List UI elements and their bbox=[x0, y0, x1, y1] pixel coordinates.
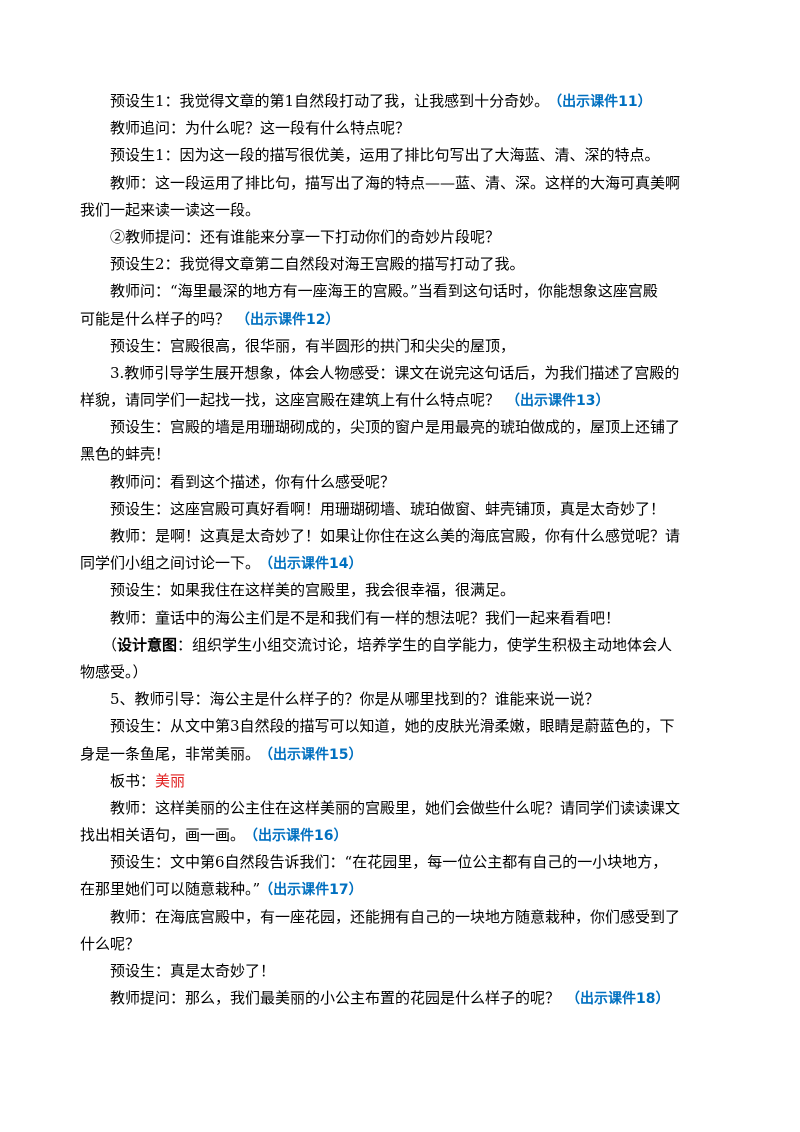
line-text: 黑色的蚌壳！ bbox=[80, 445, 171, 464]
text-line: 可能是什么样子的吗？ （出示课件12） bbox=[80, 306, 720, 333]
text-line: 教师：在海底宫殿中，有一座花园，还能拥有自己的一块地方随意栽种，你们感受到了 bbox=[80, 904, 720, 931]
line-text: 教师：这样美丽的公主住在这样美丽的宫殿里，她们会做些什么呢？请同学们读读课文 bbox=[110, 798, 681, 817]
design-intent-line: （设计意图：组织学生小组交流讨论，培养学生的自学能力，使学生积极主动地体会人 bbox=[80, 632, 720, 659]
line-text: 教师问：看到这个描述，你有什么感受呢？ bbox=[110, 472, 396, 491]
text-line: 同学们小组之间讨论一下。 （出示课件14） bbox=[80, 550, 720, 577]
line-text: 身是一条鱼尾，非常美丽。 bbox=[80, 744, 261, 763]
courseware-cue: （出示课件17） bbox=[266, 882, 363, 899]
line-text: ②教师提问：还有谁能来分享一下打动你们的奇妙片段呢？ bbox=[110, 227, 501, 246]
line-text: 预设生：宫殿的墙是用珊瑚砌成的，尖顶的窗户是用最亮的琥珀做成的，屋顶上还铺了 bbox=[110, 418, 681, 437]
line-text: 预设生：从文中第3自然段的描写可以知道，她的皮肤光滑柔嫩，眼睛是蔚蓝色的，下 bbox=[110, 717, 675, 736]
line-text: 什么呢？ bbox=[80, 934, 141, 953]
text-line: 什么呢？ bbox=[80, 931, 720, 958]
line-text: 找出相关语句，画一画。 bbox=[80, 826, 246, 845]
text-line: 预设生：这座宫殿可真好看啊！用珊瑚砌墙、琥珀做窗、蚌壳铺顶，真是太奇妙了！ bbox=[80, 496, 720, 523]
text-line: 我们一起来读一读这一段。 bbox=[80, 197, 720, 224]
text-line: 预设生：宫殿很高，很华丽，有半圆形的拱门和尖尖的屋顶， bbox=[80, 333, 720, 360]
line-text: 我们一起来读一读这一段。 bbox=[80, 200, 261, 219]
line-text: 预设生：如果我住在这样美的宫殿里，我会很幸福，很满足。 bbox=[110, 581, 516, 600]
line-text: 教师：是啊！这真是太奇妙了！如果让你住在这么美的海底宫殿，你有什么感觉呢？请 bbox=[110, 527, 681, 545]
text-line: 样貌，请同学们一起找一找，这座宫殿在建筑上有什么特点呢？ （出示课件13） bbox=[80, 387, 720, 414]
line-text: 物感受。） bbox=[80, 662, 148, 681]
design-intent-label: 设计意图 bbox=[117, 635, 178, 654]
line-text: 5、教师引导：海公主是什么样子的？你是从哪里找到的？谁能来说一说？ bbox=[110, 690, 600, 709]
line-text: 在那里她们可以随意栽种。” bbox=[80, 880, 261, 899]
line-text: 预设生1：因为这一段的描写很优美，运用了排比句写出了大海蓝、清、深的特点。 bbox=[110, 146, 660, 165]
line-text: 教师：在海底宫殿中，有一座花园，还能拥有自己的一块地方随意栽种，你们感受到了 bbox=[110, 907, 681, 926]
line-text: 预设生：这座宫殿可真好看啊！用珊瑚砌墙、琥珀做窗、蚌壳铺顶，真是太奇妙了！ bbox=[110, 499, 666, 518]
text-line: 教师追问：为什么呢？这一段有什么特点呢？ bbox=[80, 115, 720, 142]
line-text: 可能是什么样子的吗？ bbox=[80, 309, 231, 328]
courseware-cue: （出示课件16） bbox=[251, 828, 348, 845]
line-text: 预设生2：我觉得文章第二自然段对海王宫殿的描写打动了我。 bbox=[110, 255, 525, 274]
line-text: 板书： bbox=[110, 771, 156, 790]
line-text: 预设生1：我觉得文章的第1自然段打动了我，让我感到十分奇妙。 bbox=[110, 92, 550, 110]
text-line: 预设生：文中第6自然段告诉我们：“在花园里，每一位公主都有自己的一小块地方， bbox=[80, 849, 720, 876]
courseware-cue: （出示课件11） bbox=[555, 94, 652, 110]
courseware-cue: （出示课件14） bbox=[266, 556, 363, 573]
text-line: 在那里她们可以随意栽种。” （出示课件17） bbox=[80, 876, 720, 903]
line-text: 预设生：文中第6自然段告诉我们：“在花园里，每一位公主都有自己的一小块地方， bbox=[110, 853, 668, 872]
courseware-cue: （出示课件15） bbox=[266, 746, 363, 763]
text-line: 教师：童话中的海公主们是不是和我们有一样的想法呢？我们一起来看看吧！ bbox=[80, 605, 720, 632]
line-text: 教师问：“海里最深的地方有一座海王的宫殿。”当看到这句话时，你能想象这座宫殿 bbox=[110, 282, 658, 301]
text-line: 身是一条鱼尾，非常美丽。 （出示课件15） bbox=[80, 741, 720, 768]
text-line: 找出相关语句，画一画。 （出示课件16） bbox=[80, 822, 720, 849]
text-line: 3.教师引导学生展开想象，体会人物感受：课文在说完这句话后，为我们描述了宫殿的 bbox=[80, 360, 720, 387]
text-line: 教师问：看到这个描述，你有什么感受呢？ bbox=[80, 469, 720, 496]
text-line: 预设生1：我觉得文章的第1自然段打动了我，让我感到十分奇妙。 （出示课件11） bbox=[80, 88, 720, 115]
text-line: 教师提问：那么，我们最美丽的小公主布置的花园是什么样子的呢？ （出示课件18） bbox=[80, 985, 720, 1012]
courseware-cue: （出示课件13） bbox=[506, 393, 610, 410]
text-line: 预设生1：因为这一段的描写很优美，运用了排比句写出了大海蓝、清、深的特点。 bbox=[80, 142, 720, 169]
line-text: 样貌，请同学们一起找一找，这座宫殿在建筑上有什么特点呢？ bbox=[80, 391, 501, 410]
line-text: 教师：这一段运用了排比句，描写出了海的特点——蓝、清、深。这样的大海可真美啊 bbox=[110, 173, 681, 192]
blackboard-line: 板书：美丽 bbox=[80, 768, 720, 795]
line-text: ：组织学生小组交流讨论，培养学生的自学能力，使学生积极主动地体会人 bbox=[177, 635, 673, 654]
text-line: 教师：这样美丽的公主住在这样美丽的宫殿里，她们会做些什么呢？请同学们读读课文 bbox=[80, 795, 720, 822]
text-line: 教师：这一段运用了排比句，描写出了海的特点——蓝、清、深。这样的大海可真美啊 bbox=[80, 170, 720, 197]
text-line: 预设生：真是太奇妙了！ bbox=[80, 958, 720, 985]
open-paren: （ bbox=[102, 635, 118, 654]
text-line: 黑色的蚌壳！ bbox=[80, 441, 720, 468]
text-line: 5、教师引导：海公主是什么样子的？你是从哪里找到的？谁能来说一说？ bbox=[80, 686, 720, 713]
text-line: 教师问：“海里最深的地方有一座海王的宫殿。”当看到这句话时，你能想象这座宫殿 bbox=[80, 278, 720, 305]
line-text: 3.教师引导学生展开想象，体会人物感受：课文在说完这句话后，为我们描述了宫殿的 bbox=[110, 363, 680, 382]
text-line: 预设生：如果我住在这样美的宫殿里，我会很幸福，很满足。 bbox=[80, 577, 720, 604]
courseware-cue: （出示课件18） bbox=[566, 991, 670, 1008]
courseware-cue: （出示课件12） bbox=[236, 311, 340, 328]
blackboard-word: 美丽 bbox=[155, 771, 186, 790]
line-text: 教师追问：为什么呢？这一段有什么特点呢？ bbox=[110, 119, 411, 138]
line-text: 教师：童话中的海公主们是不是和我们有一样的想法呢？我们一起来看看吧！ bbox=[110, 608, 621, 627]
text-line: 预设生：宫殿的墙是用珊瑚砌成的，尖顶的窗户是用最亮的琥珀做成的，屋顶上还铺了 bbox=[80, 414, 720, 441]
text-line: 预设生：从文中第3自然段的描写可以知道，她的皮肤光滑柔嫩，眼睛是蔚蓝色的，下 bbox=[80, 713, 720, 740]
line-text: 教师提问：那么，我们最美丽的小公主布置的花园是什么样子的呢？ bbox=[110, 989, 561, 1008]
line-text: 预设生：真是太奇妙了！ bbox=[110, 962, 276, 980]
text-line: 预设生2：我觉得文章第二自然段对海王宫殿的描写打动了我。 bbox=[80, 251, 720, 278]
text-line: 教师：是啊！这真是太奇妙了！如果让你住在这么美的海底宫殿，你有什么感觉呢？请 bbox=[80, 523, 720, 550]
line-text: 同学们小组之间讨论一下。 bbox=[80, 554, 261, 573]
line-text: 预设生：宫殿很高，很华丽，有半圆形的拱门和尖尖的屋顶， bbox=[110, 336, 516, 355]
text-line: ②教师提问：还有谁能来分享一下打动你们的奇妙片段呢？ bbox=[80, 224, 720, 251]
text-line: 物感受。） bbox=[80, 659, 720, 686]
